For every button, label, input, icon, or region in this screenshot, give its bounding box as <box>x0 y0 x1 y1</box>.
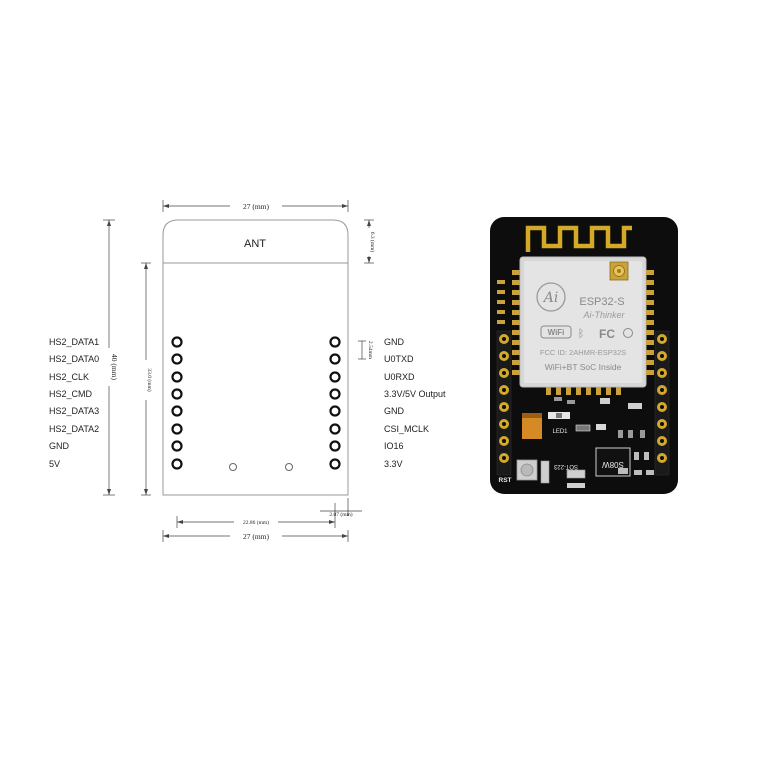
bottom-right-components <box>634 452 654 475</box>
pin-label: HS2_CLK <box>49 372 89 382</box>
svg-text:27 (mm): 27 (mm) <box>243 202 270 211</box>
pin-label: GND <box>384 406 405 416</box>
reset-button <box>516 459 538 481</box>
board-render: Ai ESP32-S Ai-Thinker WiFi ᛒ FC FCC ID: … <box>490 217 678 494</box>
svg-text:27 (mm): 27 (mm) <box>243 532 270 541</box>
svg-text:6.3 (mm): 6.3 (mm) <box>369 232 376 253</box>
antenna-label: ANT <box>244 238 266 250</box>
svg-text:2.54mm: 2.54mm <box>367 341 373 360</box>
module-name: ESP32-S <box>579 296 624 308</box>
tantalum-capacitor <box>522 413 542 439</box>
pin-label: U0TXD <box>384 354 414 364</box>
svg-text:2.07 (mm): 2.07 (mm) <box>329 511 352 518</box>
pin-label: CSI_MCLK <box>384 424 429 434</box>
module-pads-bottom <box>546 387 621 395</box>
pin-label: HS2_DATA1 <box>49 337 99 347</box>
module-brand: Ai-Thinker <box>582 310 625 320</box>
ai-logo-icon <box>536 282 566 312</box>
pin-label: U0RXD <box>384 372 415 382</box>
pin-label: GND <box>384 337 405 347</box>
pin-label: HS2_DATA0 <box>49 354 99 364</box>
board-outline-drawing: ANT 27 (mm) 40 (mm) <box>49 200 446 542</box>
dimension-bottom-width: 27 (mm) <box>162 530 349 542</box>
svg-text:33.0 (mm): 33.0 (mm) <box>146 368 153 391</box>
voltage-regulator: SOT-223 <box>540 460 586 488</box>
ai-logo-text: Ai <box>542 290 559 306</box>
pin-label: HS2_DATA2 <box>49 424 99 434</box>
dimension-pin-spacing: 22.86 (mm) <box>176 516 336 528</box>
module-marking: Ai ESP32-S Ai-Thinker WiFi ᛒ FC FCC ID: … <box>536 282 633 372</box>
module-pads-left <box>512 270 520 375</box>
left-pin-labels: HS2_DATA1 HS2_DATA0 HS2_CLK HS2_CMD HS2_… <box>49 337 99 469</box>
ce-logo-icon <box>623 328 633 338</box>
dimension-pin-height: 33.0 (mm) <box>141 262 153 496</box>
dimension-total-height: 40 (mm) <box>103 219 119 496</box>
led-label: LED1 <box>552 429 568 435</box>
module-pads-right <box>646 270 654 375</box>
left-pin-holes <box>171 336 183 470</box>
pin-label: 5V <box>49 459 60 469</box>
fcc-id: FCC ID: 2AHMR-ESP32S <box>540 348 626 357</box>
dimension-pitch: 2.54mm <box>358 340 373 360</box>
bluetooth-icon: ᛒ <box>578 327 585 340</box>
s08w-label: S08W <box>602 460 624 469</box>
pin-label: HS2_CMD <box>49 389 93 399</box>
pcb-antenna-trace <box>525 225 632 252</box>
right-pin-holes <box>329 336 341 470</box>
dimension-edge-offset: 2.07 (mm) <box>320 498 362 518</box>
pin-label: IO16 <box>384 441 404 451</box>
board-top-pads <box>497 280 505 324</box>
right-header-pins <box>654 330 670 476</box>
mounting-hole <box>229 463 237 471</box>
svg-text:WiFi: WiFi <box>548 328 565 337</box>
left-header-pins <box>496 330 512 476</box>
board-outline <box>162 219 349 496</box>
fcc-logo-text: FC <box>599 327 615 341</box>
rst-label: RST <box>499 477 512 484</box>
dimension-antenna-height: 6.3 (mm) <box>364 219 376 264</box>
pin-label: 3.3V/5V Output <box>384 389 446 399</box>
right-pin-labels: GND U0TXD U0RXD 3.3V/5V Output GND CSI_M… <box>384 337 446 469</box>
pin-label: 3.3V <box>384 459 403 469</box>
pin-label: GND <box>49 441 70 451</box>
module-tagline: WiFi+BT SoC Inside <box>545 362 622 372</box>
svg-text:22.86 (mm): 22.86 (mm) <box>243 519 269 526</box>
smd-components <box>554 397 645 438</box>
mounting-hole <box>285 463 293 471</box>
svg-text:40 (mm): 40 (mm) <box>110 354 119 381</box>
sot-label: SOT-223 <box>553 463 578 469</box>
dimension-top-width: 27 (mm) <box>162 200 349 212</box>
led-area: LED1 <box>548 412 591 435</box>
wifi-logo-icon <box>540 325 572 339</box>
flash-chip: S08W <box>595 447 631 477</box>
ufl-connector <box>609 261 629 281</box>
pin-label: HS2_DATA3 <box>49 406 99 416</box>
